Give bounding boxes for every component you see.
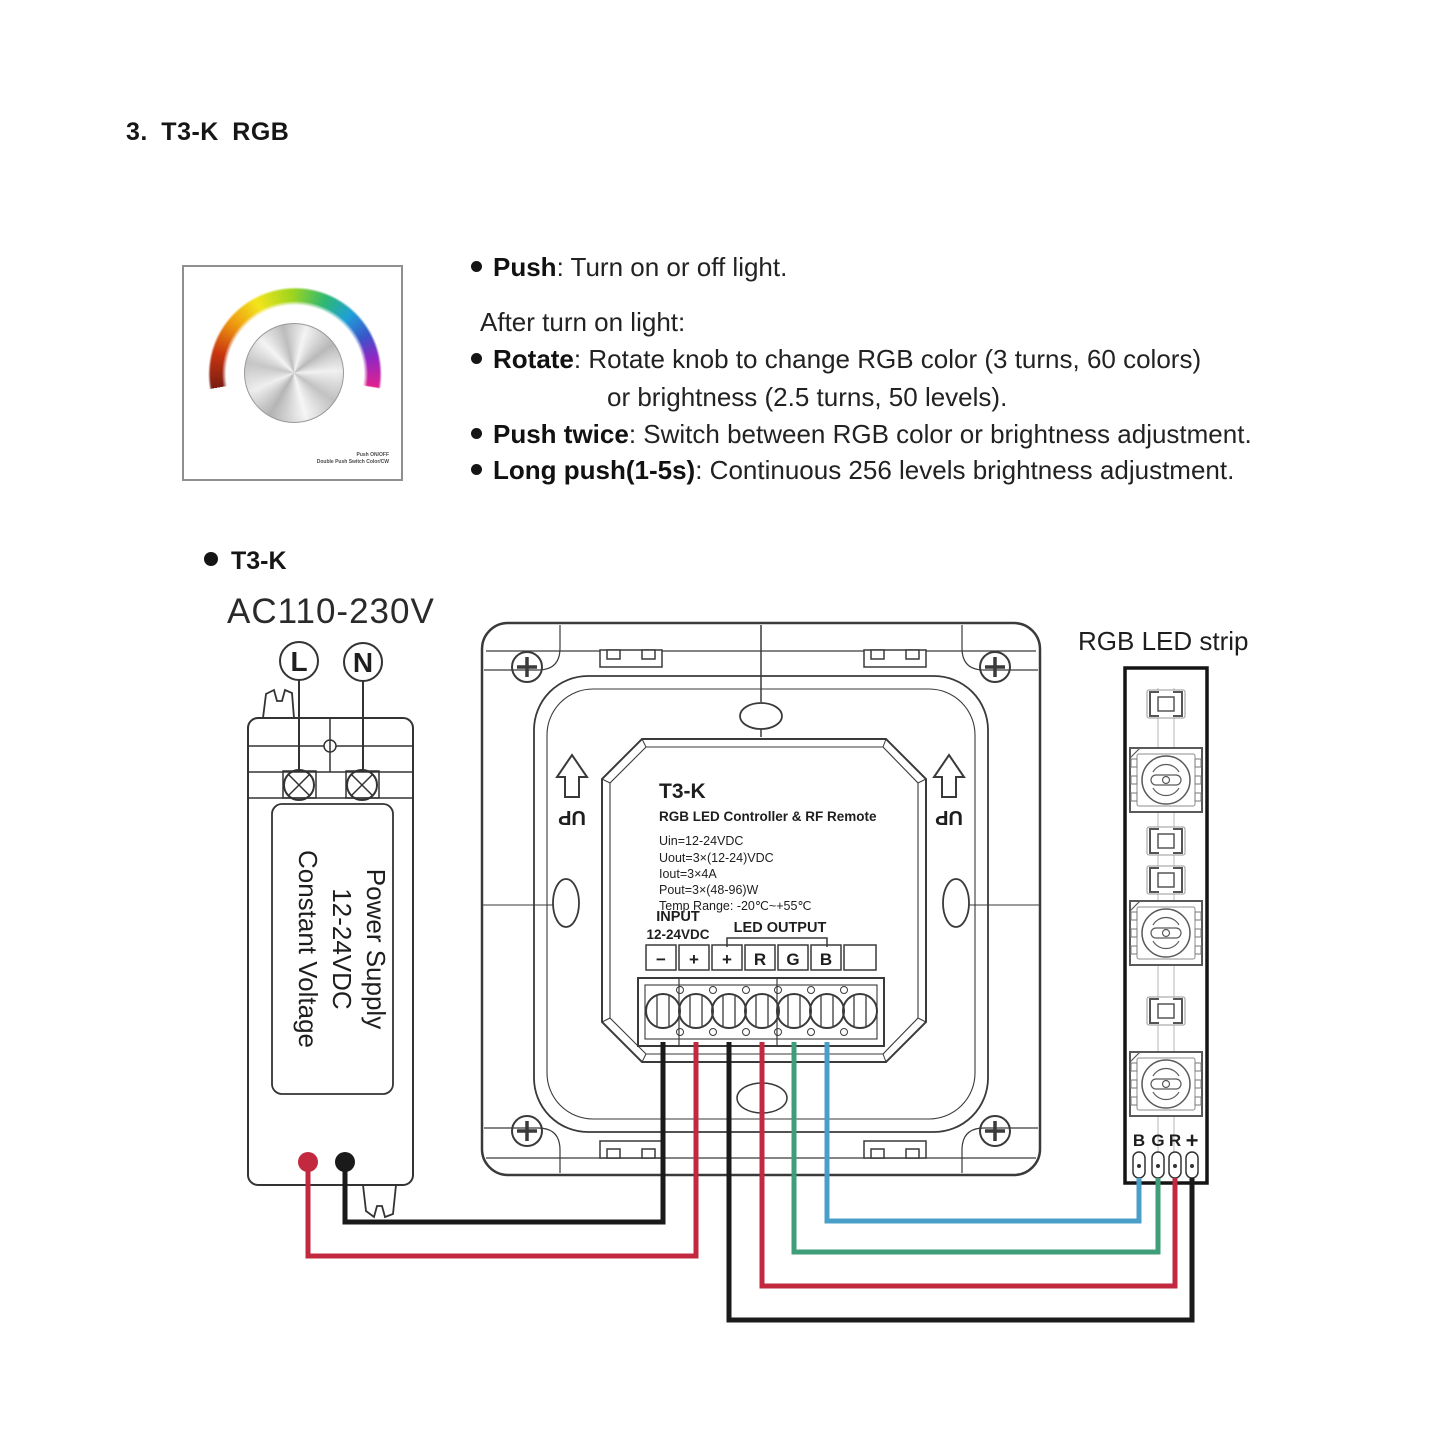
corner-screw-icon [511,651,1011,1147]
terminal-plus-in: + [689,950,699,969]
terminal-g: G [786,950,799,969]
push-label: Push [493,252,557,282]
ps-line2: 12-24VDC [327,888,357,1009]
ac-voltage-label: AC110-230V [227,592,435,631]
instruction-rotate: Rotate: Rotate knob to change RGB color … [471,344,1201,375]
pad-r-label: R [1169,1131,1181,1150]
led-chip-icon [1129,900,1203,966]
resistor-icon [1146,865,1186,895]
live-terminal-label: L [290,646,307,677]
led-chip-icon [1129,1051,1203,1117]
instruction-after: After turn on light: [480,307,685,338]
led-strip [1123,666,1209,1185]
terminal-plus-out: + [722,950,732,969]
wire-positive-red [305,1042,699,1259]
spec-uin: Uin=12-24VDC [659,834,743,848]
instruction-push-twice: Push twice: Switch between RGB color or … [471,419,1252,450]
input-voltage-label: 12-24VDC [646,927,709,942]
resistor-icon [1146,689,1186,719]
bullet-icon [471,353,482,364]
pad-plus-label: + [1186,1128,1199,1153]
section-t3k: T3-K [204,547,287,576]
long-push-text: : Continuous 256 levels brightness adjus… [695,455,1235,485]
ps-positive-post [298,1152,318,1172]
up-label-right: UP [935,806,963,828]
controller-model: T3-K [659,780,706,803]
pad-g-label: G [1151,1131,1164,1150]
terminal-block [637,937,885,1047]
knob-panel-image: Push ON/OFF Double Push Switch Color/CW [182,265,403,481]
terminal-minus: − [656,950,666,969]
knob-caption-line1: Push ON/OFF [356,452,390,458]
terminal-r: R [754,950,766,969]
terminal-b: B [820,950,832,969]
bullet-icon [471,464,482,475]
push-twice-label: Push twice [493,419,629,449]
rotate-text2: or brightness (2.5 turns, 50 levels). [607,382,1008,412]
section-label: T3-K [231,547,287,575]
instruction-push: Push: Turn on or off light. [471,252,787,283]
knob-caption-line2: Double Push Switch Color/CW [316,459,389,465]
rotate-text: : Rotate knob to change RGB color (3 tur… [573,344,1202,374]
power-supply [247,688,414,1219]
spec-temp: Temp Range: -20℃~+55℃ [659,899,811,913]
resistor-icon [1146,996,1186,1026]
controller-subtitle: RGB LED Controller & RF Remote [659,809,877,824]
led-strip-label: RGB LED strip [1078,626,1249,656]
controller-panel [480,621,1042,1177]
spec-uout: Uout=3×(12-24)VDC [659,851,774,865]
resistor-icon [1146,826,1186,856]
instruction-long-push: Long push(1-5s): Continuous 256 levels b… [471,455,1234,486]
instruction-rotate-line2: or brightness (2.5 turns, 50 levels). [607,382,1007,413]
led-chip-icon [1129,747,1203,813]
rotate-label: Rotate [493,344,574,374]
wire-blue-channel [824,1042,1142,1224]
rotary-knob [244,323,344,423]
wire-led-plus-black [726,1042,1195,1323]
wires [305,1042,1195,1323]
push-text: : Turn on or off light. [556,252,788,282]
spec-pout: Pout=3×(48-96)W [659,883,759,897]
page-title: 3. T3-K RGB [126,118,290,146]
wire-green-channel [791,1042,1161,1255]
pad-b-label: B [1133,1131,1145,1150]
ps-line1: Power Supply [361,869,391,1029]
neutral-terminal-label: N [353,647,373,678]
ps-line3: Constant Voltage [293,850,323,1048]
long-push-label: Long push(1-5s) [493,455,696,485]
mains-terminals [279,641,383,772]
up-arrow-icon [555,753,966,798]
up-label-left: UP [558,806,586,828]
after-text: After turn on light: [480,307,686,337]
bullet-icon [471,428,482,439]
ps-negative-post [335,1152,355,1172]
input-label: INPUT [656,909,700,925]
bullet-icon [471,261,482,272]
push-twice-text: : Switch between RGB color or brightness… [628,419,1252,449]
wire-red-channel [759,1042,1178,1289]
led-output-label: LED OUTPUT [734,920,827,936]
spec-iout: Iout=3×4A [659,867,717,881]
bullet-icon [204,552,218,566]
knob-panel-caption: Push ON/OFF Double Push Switch Color/CW [317,452,389,466]
wire-negative-black [342,1042,666,1225]
power-supply-label: Power Supply 12-24VDC Constant Voltage [293,850,391,1048]
